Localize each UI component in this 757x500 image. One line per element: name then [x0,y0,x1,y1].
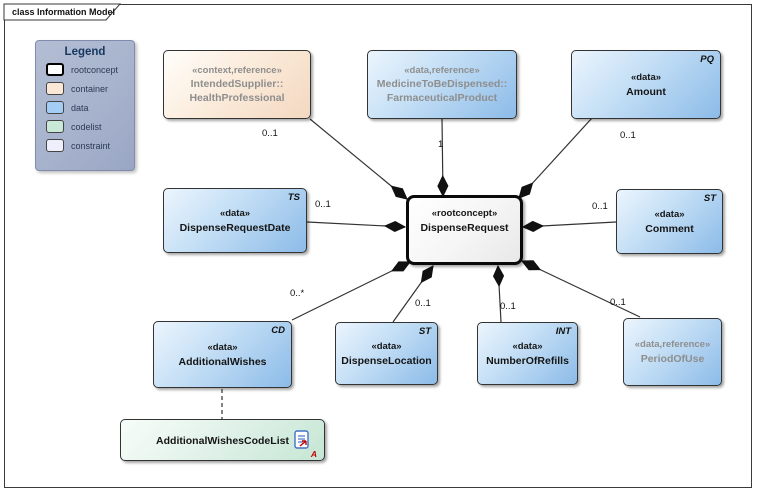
node-dispense-request-date[interactable]: TS «data» DispenseRequestDate [163,188,307,253]
node-number-of-refills[interactable]: INT «data» NumberOfRefills [477,322,578,385]
legend-item-constraint: constraint [46,138,134,153]
connector-medicine[interactable] [442,117,443,196]
codelist-swatch [46,120,64,133]
node-comment[interactable]: ST «data» Comment [616,189,723,254]
type-tag: PQ [700,54,714,65]
connector-amount[interactable] [519,117,593,198]
node-medicine-to-be-dispensed[interactable]: «data,reference» MedicineToBeDispensed::… [367,50,517,119]
connector-additional-wishes[interactable] [291,262,410,321]
node-amount[interactable]: PQ «data» Amount [571,50,721,119]
document-icon [294,430,310,455]
type-tag: TS [287,192,300,203]
connector-comment[interactable] [523,222,617,227]
legend[interactable]: Legend rootconcept container data codeli… [35,40,135,171]
multiplicity-supplier: 0..1 [262,128,278,139]
frame-tab [3,3,122,21]
multiplicity-period: 0..1 [610,297,626,308]
multiplicity-comment: 0..1 [592,201,608,212]
codelist-letter: A [310,449,317,459]
legend-item-data: data [46,100,134,115]
data-swatch [46,101,64,114]
type-tag: ST [418,326,431,337]
node-intended-supplier[interactable]: «context,reference» IntendedSupplier:: H… [163,50,311,119]
multiplicity-amount: 0..1 [620,130,636,141]
node-additional-wishes[interactable]: CD «data» AdditionalWishes [153,321,292,388]
node-period-of-use[interactable]: «data,reference» PeriodOfUse [623,318,722,386]
legend-item-codelist: codelist [46,119,134,134]
multiplicity-refills: 0..1 [500,301,516,312]
legend-item-container: container [46,81,134,96]
multiplicity-wishes: 0..* [290,288,305,299]
node-additional-wishes-codelist[interactable]: AdditionalWishesCodeList A [120,419,325,461]
connector-dispense-location[interactable] [392,266,433,323]
rootconcept-swatch [46,63,64,76]
diagram-title: class Information Model [12,7,116,17]
node-dispense-request[interactable]: «rootconcept» DispenseRequest [406,195,523,265]
container-swatch [46,82,64,95]
connector-period-of-use[interactable] [522,261,641,318]
multiplicity-date: 0..1 [315,199,331,210]
constraint-swatch [46,139,64,152]
multiplicity-medicine: 1 [438,139,444,150]
connector-intended-supplier[interactable] [309,118,407,199]
legend-title: Legend [64,46,106,58]
multiplicity-location: 0..1 [415,298,431,309]
connector-number-of-refills[interactable] [498,266,501,323]
type-tag: INT [555,326,571,337]
node-dispense-location[interactable]: ST «data» DispenseLocation [335,322,438,385]
type-tag: CD [271,325,285,336]
type-tag: ST [703,193,716,204]
legend-item-rootconcept: rootconcept [46,62,134,77]
connector-dispense-request-date[interactable] [306,222,405,227]
